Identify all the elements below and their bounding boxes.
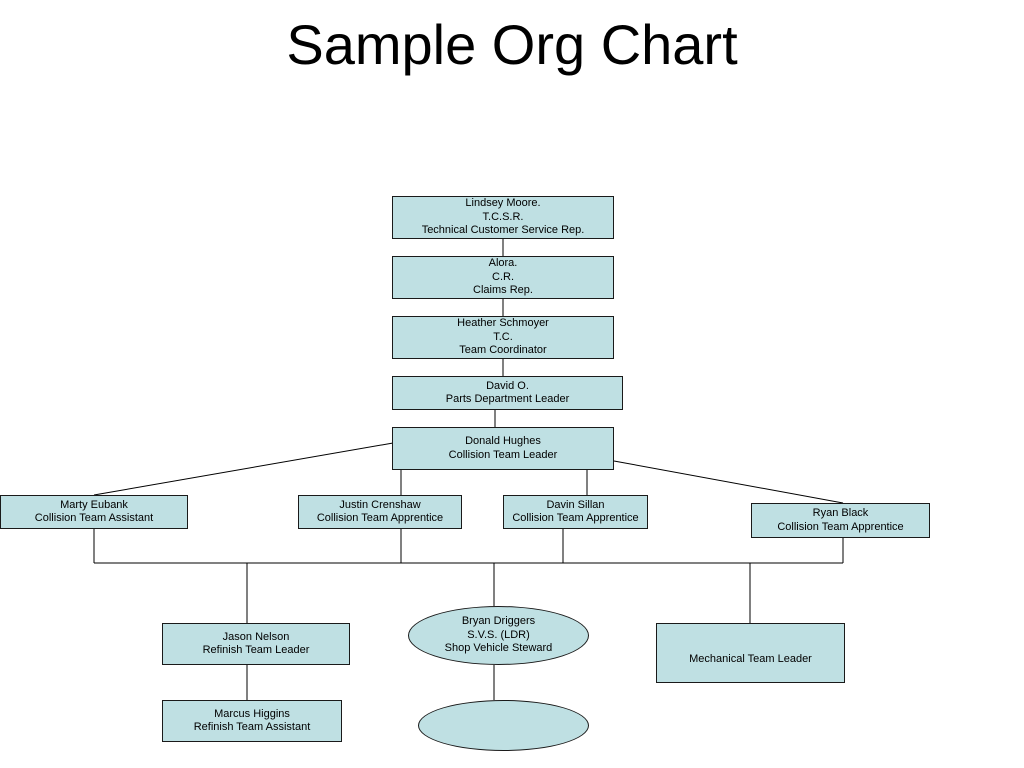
node-name: Marcus Higgins (214, 707, 290, 720)
node-heather-schmoyer: Heather Schmoyer T.C. Team Coordinator (392, 316, 614, 359)
node-justin-crenshaw: Justin Crenshaw Collision Team Apprentic… (298, 495, 462, 529)
node-empty-ellipse (418, 700, 589, 751)
node-donald-hughes: Donald Hughes Collision Team Leader (392, 427, 614, 470)
node-name: Heather Schmoyer (457, 317, 549, 330)
connector-donald-marty (93, 442, 394, 496)
node-name: Davin Sillan (546, 498, 605, 511)
node-name: Bryan Driggers (461, 615, 536, 628)
node-role: Team Coordinator (459, 344, 547, 357)
node-david-o: David O. Parts Department Leader (392, 376, 623, 410)
node-name: Alora. (488, 257, 518, 270)
node-name: Marty Eubank (60, 498, 128, 511)
node-role: Claims Rep. (473, 284, 533, 297)
node-abbr: T.C.S.R. (482, 210, 524, 223)
node-davin-sillan: Davin Sillan Collision Team Apprentice (503, 495, 648, 529)
node-jason-nelson: Jason Nelson Refinish Team Leader (162, 623, 350, 665)
node-role: Shop Vehicle Steward (444, 642, 553, 655)
node-name: Donald Hughes (465, 435, 541, 447)
page-title: Sample Org Chart (286, 13, 738, 76)
node-role: Collision Team Apprentice (316, 512, 444, 524)
node-role: Technical Customer Service Rep. (421, 224, 585, 237)
node-marcus-higgins: Marcus Higgins Refinish Team Assistant (162, 700, 342, 742)
node-role: Collision Team Apprentice (777, 520, 904, 533)
node-marty-eubank: Marty Eubank Collision Team Assistant (0, 495, 188, 529)
node-name: Lindsey Moore. (465, 197, 541, 210)
node-role: Collision Team Leader (448, 448, 558, 461)
node-name: Justin Crenshaw (339, 498, 421, 511)
node-role: Parts Department Leader (445, 393, 570, 405)
node-abbr: T.C. (493, 330, 513, 343)
node-role: Refinish Team Assistant (193, 721, 311, 733)
connector-donald-ryan (613, 460, 844, 504)
node-abbr: C.R. (492, 270, 514, 283)
node-role: Mechanical Team Leader (689, 652, 812, 665)
node-alora: Alora. C.R. Claims Rep. (392, 256, 614, 299)
node-name: David O. (486, 379, 529, 392)
node-role: Refinish Team Leader (202, 644, 310, 656)
node-ryan-black: Ryan Black Collision Team Apprentice (751, 503, 930, 538)
node-lindsey-moore: Lindsey Moore. T.C.S.R. Technical Custom… (392, 196, 614, 239)
node-bryan-driggers: Bryan Driggers S.V.S. (LDR) Shop Vehicle… (408, 606, 589, 665)
node-mechanical-team-leader: Mechanical Team Leader (656, 623, 845, 683)
node-role: Collision Team Apprentice (512, 512, 639, 524)
node-name: Jason Nelson (222, 630, 290, 643)
node-abbr: S.V.S. (LDR) (467, 628, 530, 641)
node-role: Collision Team Assistant (34, 512, 154, 524)
node-name: Ryan Black (812, 507, 869, 519)
